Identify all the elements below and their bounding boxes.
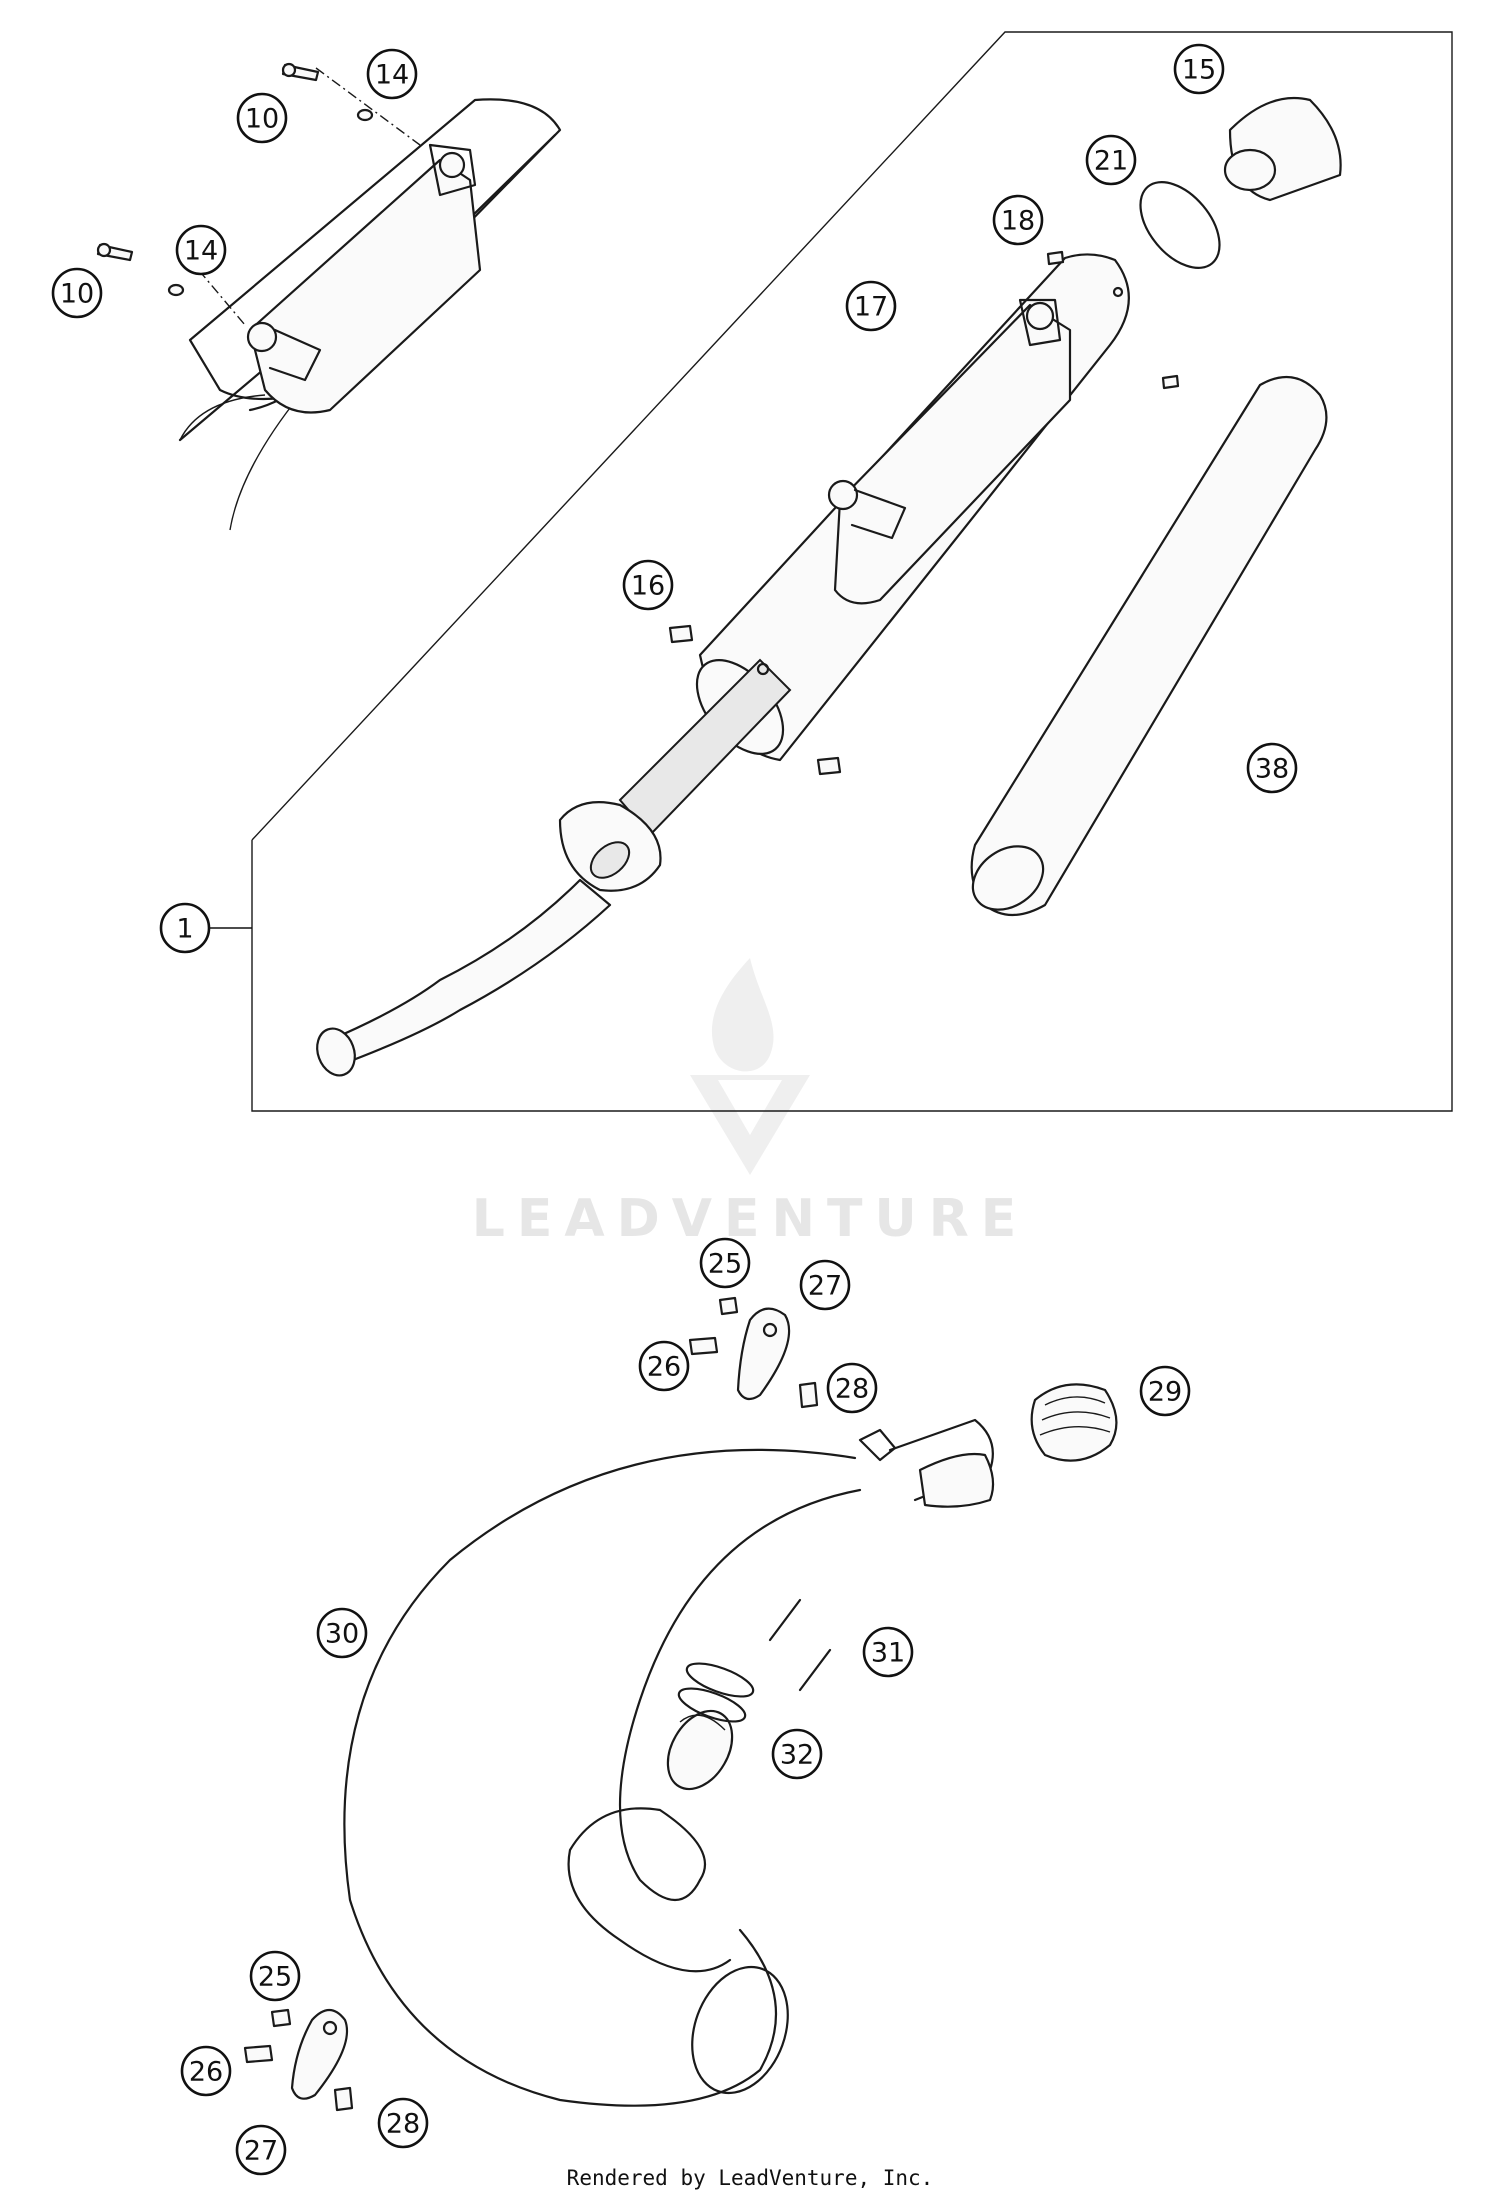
callout-circle: [180, 2045, 232, 2097]
callout-circle: [366, 48, 418, 100]
callout-circle: [862, 1626, 914, 1678]
callout-number: 14: [184, 236, 218, 267]
callout-14: 14: [175, 224, 227, 276]
callout-number: 26: [647, 1352, 681, 1383]
callout-circle: [175, 224, 227, 276]
callout-number: 15: [1182, 55, 1216, 86]
callout-number: 38: [1255, 754, 1289, 785]
callout-number: 29: [1148, 1377, 1182, 1408]
screw-18: [1046, 250, 1065, 266]
callout-circle: [771, 1728, 823, 1780]
inset-silencer-mount: [96, 62, 562, 531]
callout-circle: [51, 267, 103, 319]
callout-layer: 1 10 10 14 14 15 16 17 18 21 38 25 27 26 28 29 30 31 32 25 2…: [51, 43, 1298, 2176]
callout-number: 25: [708, 1249, 742, 1280]
screw-16b: [816, 756, 842, 776]
callout-number: 30: [325, 1619, 359, 1650]
callout-number: 26: [189, 2057, 223, 2088]
callout-number: 28: [386, 2109, 420, 2140]
callout-28: 28: [377, 2097, 429, 2149]
callout-number: 14: [375, 60, 409, 91]
o-ring-21: [1139, 181, 1221, 269]
callout-circle: [622, 559, 674, 611]
callout-circle: [249, 1950, 301, 2002]
callout-number: 17: [854, 292, 888, 323]
callout-14: 14: [366, 48, 418, 100]
callout-25: 25: [249, 1950, 301, 2002]
callout-10: 10: [51, 267, 103, 319]
callout-circle: [1173, 43, 1225, 95]
callout-1: 1: [159, 902, 211, 954]
leadventure-watermark: LEADVENTURE: [472, 958, 1029, 1249]
callout-circle: [316, 1607, 368, 1659]
callout-31: 31: [862, 1626, 914, 1678]
callout-circle: [236, 92, 288, 144]
callout-27: 27: [235, 2124, 287, 2176]
callout-32: 32: [771, 1728, 823, 1780]
render-credit: Rendered by LeadVenture, Inc.: [566, 2166, 934, 2190]
callout-circle: [1139, 1365, 1191, 1417]
packing-sleeve-38: [970, 375, 1328, 916]
screw-16: [668, 624, 694, 644]
callout-circle: [826, 1362, 878, 1414]
bracket-set-lower: [243, 2008, 354, 2112]
callout-17: 17: [845, 280, 897, 332]
callout-number: 16: [631, 571, 665, 602]
outlet-pipe: [316, 801, 662, 1077]
seal-rings-32: [677, 1662, 755, 1723]
watermark-brand: LEADVENTURE: [472, 1189, 1029, 1249]
silencer-body-17: [618, 253, 1130, 837]
callout-27: 27: [799, 1259, 851, 1311]
callout-circle: [235, 2124, 287, 2176]
screw-18b: [1161, 374, 1180, 390]
assembly-frame: [251, 31, 1453, 1112]
callout-15: 15: [1173, 43, 1225, 95]
header-pipe-30: [343, 1418, 995, 2107]
callout-number: 32: [780, 1740, 814, 1771]
callout-circle: [1246, 742, 1298, 794]
callout-circle: [377, 2097, 429, 2149]
callout-circle: [992, 194, 1044, 246]
callout-38: 38: [1246, 742, 1298, 794]
callout-number: 27: [808, 1271, 842, 1302]
callout-number: 10: [60, 279, 94, 310]
callout-number: 18: [1001, 206, 1035, 237]
bracket-set-upper: [688, 1296, 819, 1409]
callout-circle: [699, 1237, 751, 1289]
callout-30: 30: [316, 1607, 368, 1659]
callout-number: 31: [871, 1638, 905, 1669]
callout-circle: [845, 280, 897, 332]
callout-number: 10: [245, 104, 279, 135]
callout-number: 28: [835, 1374, 869, 1405]
callout-circle: [799, 1259, 851, 1311]
callout-number: 27: [244, 2136, 278, 2167]
callout-18: 18: [992, 194, 1044, 246]
callout-10: 10: [236, 92, 288, 144]
callout-circle: [159, 902, 211, 954]
springs-31: [768, 1598, 832, 1692]
callout-29: 29: [1139, 1365, 1191, 1417]
callout-number: 25: [258, 1962, 292, 1993]
callout-21: 21: [1085, 134, 1137, 186]
callout-28: 28: [826, 1362, 878, 1414]
end-cap-15: [1223, 96, 1342, 202]
callout-number: 21: [1094, 146, 1128, 177]
callout-26: 26: [638, 1340, 690, 1392]
callout-number: 1: [176, 914, 193, 945]
callout-25: 25: [699, 1237, 751, 1289]
callout-circle: [638, 1340, 690, 1392]
callout-26: 26: [180, 2045, 232, 2097]
callout-16: 16: [622, 559, 674, 611]
callout-circle: [1085, 134, 1137, 186]
gasket-29: [1030, 1383, 1118, 1462]
